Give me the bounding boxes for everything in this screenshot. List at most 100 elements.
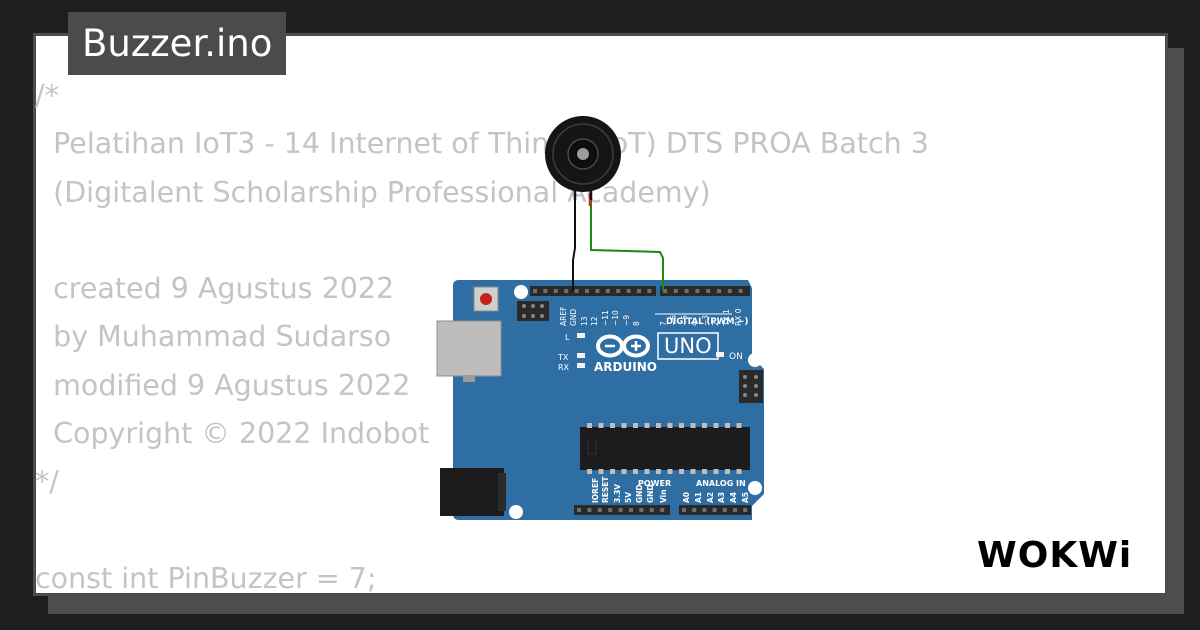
digital-pin-label: ~5 xyxy=(680,315,689,326)
reset-button[interactable] xyxy=(473,286,499,312)
chip-pin xyxy=(598,423,604,428)
digital-pin-header[interactable] xyxy=(530,286,750,296)
header-pin-hole xyxy=(727,289,732,293)
digital-pin-label: AREF xyxy=(559,307,568,326)
usb-port xyxy=(436,320,502,382)
uno-label: UNO xyxy=(657,332,719,360)
buzzer-component[interactable] xyxy=(545,116,621,200)
svg-text:ON: ON xyxy=(729,352,743,362)
header-pin-hole xyxy=(663,289,667,293)
mounting-hole xyxy=(514,285,528,299)
header-pin-hole xyxy=(616,289,621,293)
power-pin-label: GND xyxy=(635,484,644,503)
digital-pin-label: ~3 xyxy=(701,315,710,326)
header-pin-hole xyxy=(597,508,602,512)
wire-signal[interactable] xyxy=(588,193,664,291)
atmega-chip xyxy=(580,423,750,474)
chip-pin xyxy=(587,469,592,474)
header-pin-hole xyxy=(574,289,579,293)
code-line: /* xyxy=(35,79,59,112)
chip-pin xyxy=(725,469,730,474)
analog-pin-label: A1 xyxy=(694,492,703,503)
wokwi-watermark: WOKWi xyxy=(977,535,1131,576)
power-pin-label: GND xyxy=(646,484,655,503)
chip-pin xyxy=(621,423,627,428)
chip-pin xyxy=(610,423,615,428)
header-pin-hole xyxy=(608,508,613,512)
header-pin-hole xyxy=(595,289,600,293)
mounting-hole xyxy=(509,505,523,519)
chip-pin xyxy=(702,423,707,428)
svg-text:UNO: UNO xyxy=(664,334,712,358)
digital-pin-label: TX 1 xyxy=(722,309,731,327)
header-pin-hole xyxy=(706,289,711,293)
analog-pin-label: A3 xyxy=(717,492,726,503)
code-line: created 9 Agustus 2022 xyxy=(35,272,395,306)
svg-text:RX: RX xyxy=(558,363,570,372)
mounting-hole xyxy=(748,481,762,495)
chip-pin xyxy=(667,423,673,428)
chip-pin xyxy=(725,423,730,428)
digital-pin-label: 12 xyxy=(590,316,599,326)
digital-pin-label: ~10 xyxy=(611,310,620,326)
header-pin-hole xyxy=(702,508,707,512)
chip-pin xyxy=(610,469,615,474)
analog-label: ANALOG IN xyxy=(696,479,746,488)
chip-pin xyxy=(679,469,684,474)
header-pin-hole xyxy=(585,289,589,293)
header-pin-hole xyxy=(626,289,631,293)
header-pin-hole xyxy=(577,508,581,512)
header-pin-hole xyxy=(743,508,748,512)
wire-ground[interactable] xyxy=(572,193,576,291)
digital-pin-label: ~11 xyxy=(601,310,610,326)
header-pin-hole xyxy=(692,508,697,512)
digital-pin-label: ~9 xyxy=(622,315,631,326)
power-pin-label: 5V xyxy=(624,492,633,503)
header-pin-hole xyxy=(647,289,652,293)
svg-text:TX: TX xyxy=(557,353,569,362)
header-pin-hole xyxy=(649,508,654,512)
analog-pin-label: A0 xyxy=(682,492,691,503)
chip-pin xyxy=(713,423,719,428)
power-pin-label: RESET xyxy=(601,476,610,503)
header-pin-hole xyxy=(717,289,721,293)
chip-pin xyxy=(656,469,661,474)
header-pin-hole xyxy=(564,289,569,293)
header-pin-hole xyxy=(722,508,727,512)
code-line: Copyright © 2022 Indobot xyxy=(35,417,430,451)
header-pin-hole xyxy=(712,508,717,512)
icsp-header xyxy=(517,301,549,321)
header-pin-hole xyxy=(553,289,558,293)
header-pin-hole xyxy=(533,289,537,293)
header-pin-hole xyxy=(637,289,641,293)
led-l: L xyxy=(565,333,585,342)
chip-pin xyxy=(621,469,627,474)
file-title: Buzzer.ino xyxy=(68,12,287,75)
led-tx: TX xyxy=(557,353,585,362)
code-preview: /* Pelatihan IoT3 - 14 Internet of Thing… xyxy=(35,72,929,603)
header-pin-hole xyxy=(618,508,623,512)
chip-pin xyxy=(633,423,638,428)
header-pin-hole xyxy=(587,508,592,512)
analog-pin-label: A4 xyxy=(729,492,738,503)
chip-pin xyxy=(644,469,650,474)
digital-pin-label: RX 0 xyxy=(734,308,743,326)
power-pin-label: IOREF xyxy=(591,478,600,503)
mounting-hole xyxy=(748,353,762,367)
analog-pin-label: A5 xyxy=(741,492,750,503)
header-pin-hole xyxy=(543,289,548,293)
digital-pin-label: GND xyxy=(569,309,578,326)
power-pin-label: 3.3V xyxy=(613,484,622,503)
chip-pin xyxy=(702,469,707,474)
chip-pin xyxy=(667,469,673,474)
digital-pin-label: ~6 xyxy=(669,315,678,326)
chip-pin xyxy=(713,469,719,474)
chip-pin xyxy=(644,423,650,428)
led-on: ON xyxy=(716,352,743,362)
arduino-logo: ARDUINO xyxy=(594,334,657,374)
chip-pin xyxy=(587,423,592,428)
